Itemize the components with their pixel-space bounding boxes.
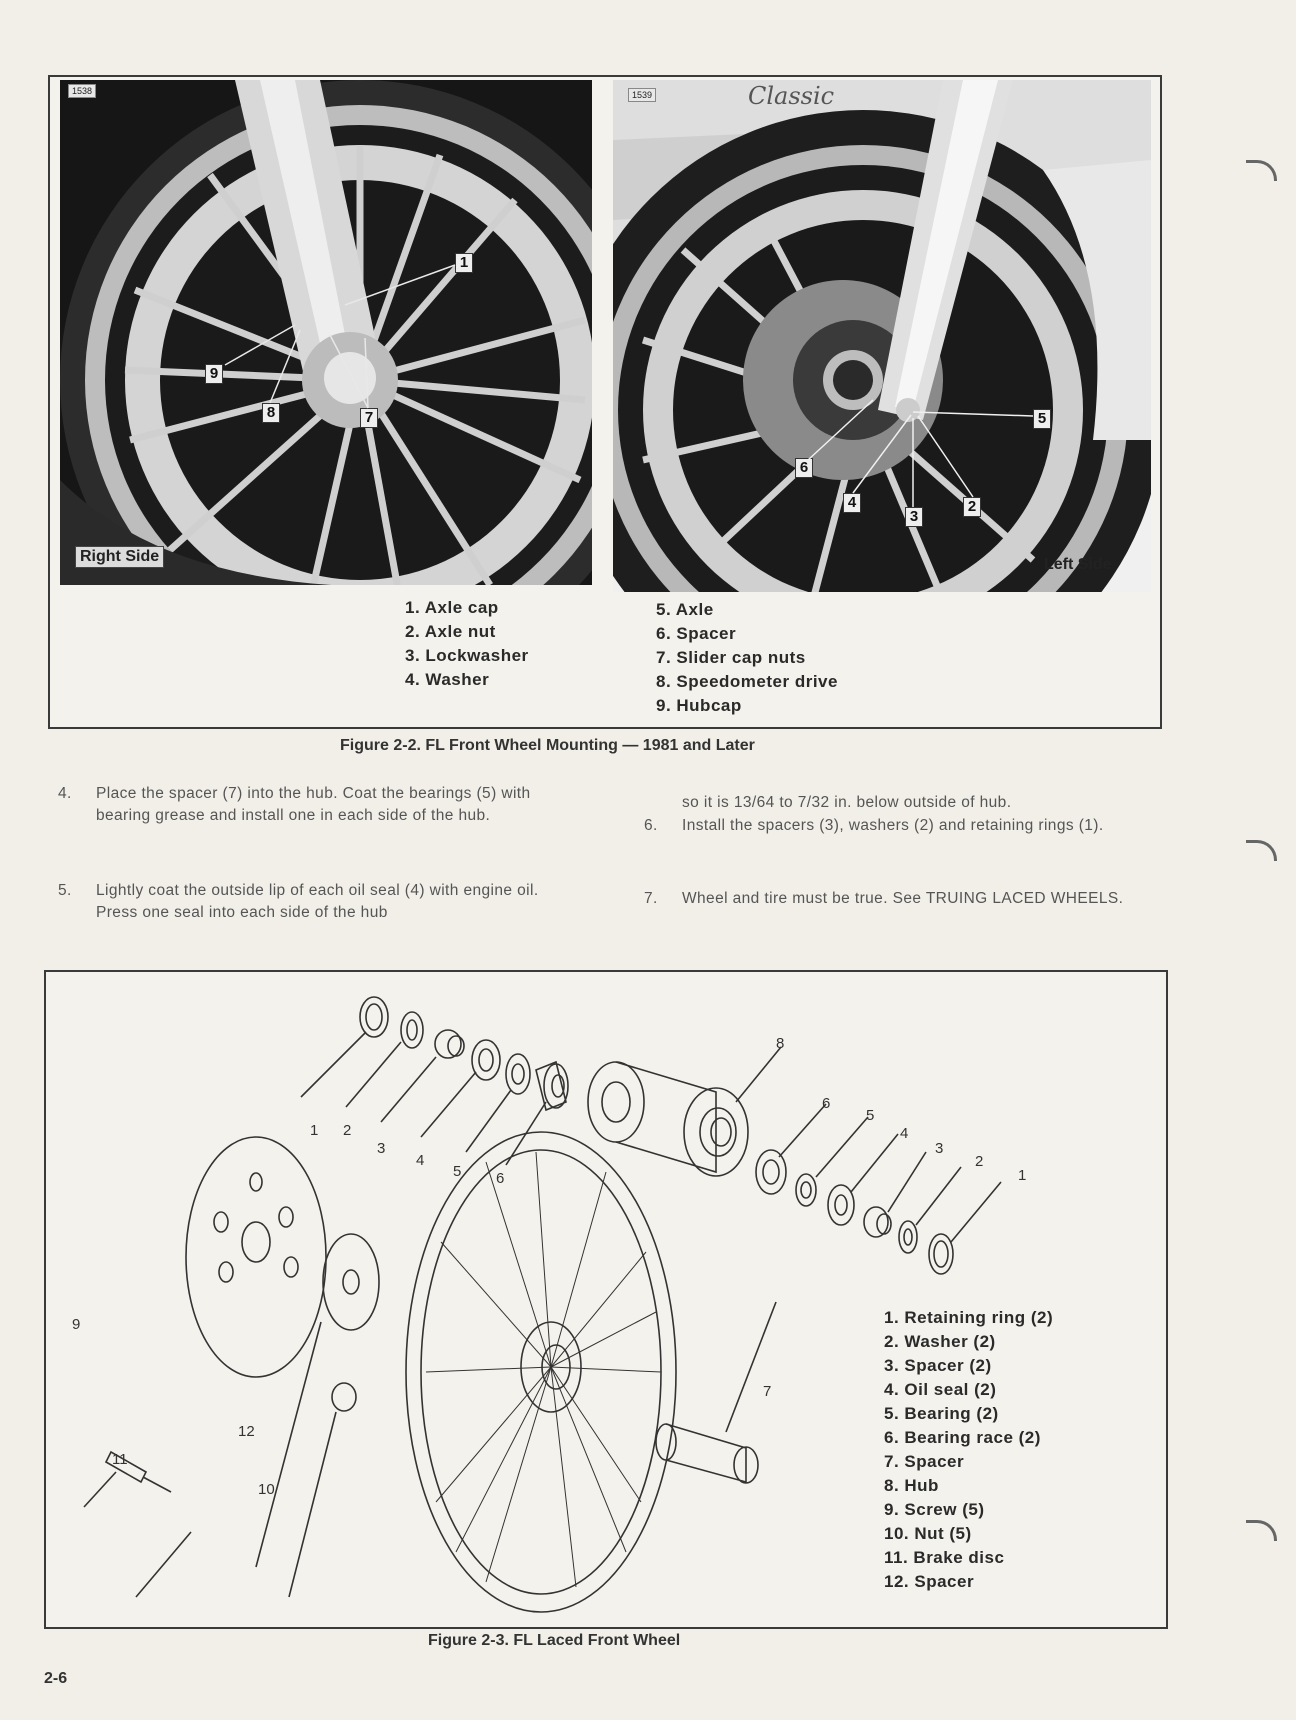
callout-4: 4 xyxy=(843,493,861,513)
legend-item: 4. Oil seal (2) xyxy=(884,1380,997,1399)
figure-2-3-caption: Figure 2-3. FL Laced Front Wheel xyxy=(428,1632,681,1649)
instruction-text: Wheel and tire must be true. See TRUING … xyxy=(682,890,1124,907)
legend-item: 5. Bearing (2) xyxy=(884,1404,999,1423)
margin-hole-mark xyxy=(1246,160,1277,181)
legend-item: 8. Speedometer drive xyxy=(656,672,838,691)
legend-item: 7. Spacer xyxy=(884,1452,965,1471)
margin-hole-mark xyxy=(1246,840,1277,861)
part-number-2-left: 2 xyxy=(343,1122,352,1139)
legend-item: 6. Spacer xyxy=(656,624,737,643)
right-side-photo xyxy=(60,80,592,585)
part-number-2-right: 2 xyxy=(975,1153,984,1170)
callout-6: 6 xyxy=(795,458,813,478)
left-side-label: Left Side xyxy=(1044,556,1112,573)
instruction-6: 6. Install the spacers (3), washers (2) … xyxy=(644,815,1162,837)
part-number-11: 11 xyxy=(112,1451,128,1468)
right-photo-leader-lines xyxy=(224,264,456,409)
callout-3: 3 xyxy=(905,507,923,527)
figure-2-2-caption: Figure 2-2. FL Front Wheel Mounting — 19… xyxy=(340,737,755,754)
instruction-7: 7. Wheel and tire must be true. See TRUI… xyxy=(644,888,1162,910)
part-number-10: 10 xyxy=(258,1481,275,1498)
left-photo-leader-lines xyxy=(807,399,1034,507)
instruction-number: 6. xyxy=(644,817,658,834)
instruction-4: 4. Place the spacer (7) into the hub. Co… xyxy=(58,783,578,827)
part-number-4-left: 4 xyxy=(416,1152,425,1169)
legend-item: 7. Slider cap nuts xyxy=(656,648,806,667)
part-number-7: 7 xyxy=(763,1383,772,1400)
part-number-8: 8 xyxy=(776,1035,785,1052)
instruction-number: 7. xyxy=(644,890,658,907)
instruction-text: Install the spacers (3), washers (2) and… xyxy=(682,817,1104,834)
legend-item: 3. Lockwasher xyxy=(405,646,529,665)
instruction-5: 5. Lightly coat the outside lip of each … xyxy=(58,880,578,924)
part-number-9: 9 xyxy=(72,1316,81,1333)
part-number-3-left: 3 xyxy=(377,1140,386,1157)
instruction-number: 4. xyxy=(58,785,72,802)
legend-item: 10. Nut (5) xyxy=(884,1524,972,1543)
part-number-1-left: 1 xyxy=(310,1122,319,1139)
margin-hole-mark xyxy=(1246,1520,1277,1541)
instruction-text: Place the spacer (7) into the hub. Coat … xyxy=(96,785,531,824)
legend-item: 2. Washer (2) xyxy=(884,1332,996,1351)
callout-9: 9 xyxy=(205,364,223,384)
legend-item: 9. Hubcap xyxy=(656,696,742,715)
callout-5: 5 xyxy=(1033,409,1051,429)
classic-badge: Classic xyxy=(748,82,835,110)
legend-item: 8. Hub xyxy=(884,1476,939,1495)
right-side-label: Right Side xyxy=(75,546,165,568)
figure-2-2-legend-col2: 5. Axle 6. Spacer 7. Slider cap nuts 8. … xyxy=(656,598,838,718)
exploded-wheel-diagram xyxy=(83,996,1002,1613)
instruction-text: so it is 13/64 to 7/32 in. below outside… xyxy=(682,794,1012,811)
instruction-number: 5. xyxy=(58,882,72,899)
legend-item: 12. Spacer xyxy=(884,1572,975,1591)
part-number-12: 12 xyxy=(238,1423,255,1440)
figure-2-3-box xyxy=(44,970,1168,1629)
figure-2-3-legend: 1. Retaining ring (2) 2. Washer (2) 3. S… xyxy=(884,1306,1053,1594)
callout-2: 2 xyxy=(963,497,981,517)
callout-7: 7 xyxy=(360,408,378,428)
instruction-5-continued: so it is 13/64 to 7/32 in. below outside… xyxy=(682,792,1162,814)
part-number-6-left: 6 xyxy=(496,1170,505,1187)
legend-item: 6. Bearing race (2) xyxy=(884,1428,1041,1447)
part-number-4-right: 4 xyxy=(900,1125,909,1142)
part-number-6-right: 6 xyxy=(822,1095,831,1112)
legend-item: 2. Axle nut xyxy=(405,622,496,641)
callout-1: 1 xyxy=(455,253,473,273)
part-number-5-right: 5 xyxy=(866,1107,875,1124)
part-number-1-right: 1 xyxy=(1018,1167,1027,1184)
legend-item: 3. Spacer (2) xyxy=(884,1356,992,1375)
callout-8: 8 xyxy=(262,403,280,423)
part-number-3-right: 3 xyxy=(935,1140,944,1157)
legend-item: 9. Screw (5) xyxy=(884,1500,985,1519)
legend-item: 5. Axle xyxy=(656,600,714,619)
left-photo-tag: 1539 xyxy=(628,88,657,102)
page-number: 2-6 xyxy=(44,1670,68,1687)
legend-item: 1. Retaining ring (2) xyxy=(884,1308,1054,1327)
instruction-text: Lightly coat the outside lip of each oil… xyxy=(96,882,539,921)
legend-item: 11. Brake disc xyxy=(884,1548,1005,1567)
figure-2-2-legend-col1: 1. Axle cap 2. Axle nut 3. Lockwasher 4.… xyxy=(405,596,529,692)
right-photo-tag: 1538 xyxy=(68,84,97,98)
legend-item: 1. Axle cap xyxy=(405,598,499,617)
part-number-5-left: 5 xyxy=(453,1163,462,1180)
left-side-photo xyxy=(613,80,1151,592)
legend-item: 4. Washer xyxy=(405,670,490,689)
